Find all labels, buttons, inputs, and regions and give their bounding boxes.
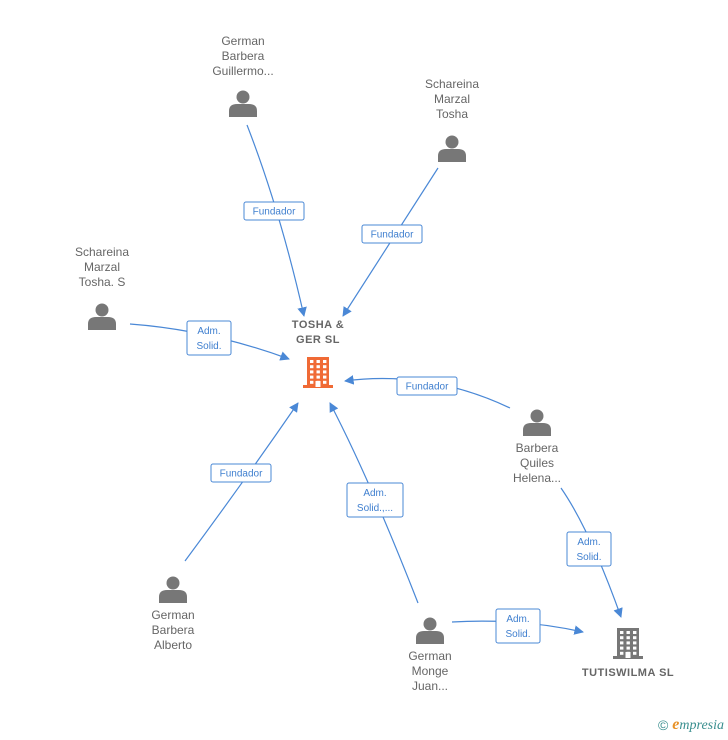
node-label: TOSHA & bbox=[292, 319, 344, 331]
edge-label-box bbox=[396, 376, 458, 396]
node-label: German bbox=[408, 649, 451, 663]
person-icon bbox=[438, 135, 466, 162]
node-label: Barbera bbox=[222, 49, 265, 63]
edge-p6-c1: Adm. Solid.,... bbox=[329, 402, 419, 604]
edge-p4-c1: Fundador bbox=[344, 375, 511, 409]
node-label: Marzal bbox=[84, 260, 120, 274]
copyright-symbol: © bbox=[657, 717, 669, 733]
edge-label-box bbox=[243, 201, 305, 221]
node-label: Guillermo... bbox=[212, 64, 273, 78]
person-node-p1[interactable]: GermanBarberaGuillermo... bbox=[212, 34, 274, 117]
node-label: Schareina bbox=[425, 77, 479, 91]
node-label: Schareina bbox=[75, 245, 129, 259]
company-node-c2[interactable]: TUTISWILMA SL bbox=[582, 628, 674, 679]
node-label: Tosha. S bbox=[79, 275, 126, 289]
edge-label[interactable]: Adm. Solid. bbox=[186, 320, 232, 356]
edge-label-text: Fundador bbox=[406, 382, 449, 393]
node-label: German bbox=[151, 608, 194, 622]
edge-label-text: Solid. bbox=[196, 341, 221, 352]
node-label: Juan... bbox=[412, 679, 448, 693]
person-node-p4[interactable]: BarberaQuilesHelena... bbox=[513, 409, 561, 486]
edge-label-text: Adm. bbox=[577, 537, 600, 548]
person-icon bbox=[88, 303, 116, 330]
edge-label-box bbox=[566, 531, 612, 567]
brand-initial: e bbox=[672, 716, 680, 733]
edge-label-text: Solid. bbox=[576, 552, 601, 563]
edge-label[interactable]: Fundador bbox=[396, 376, 458, 396]
edge-label[interactable]: Fundador bbox=[210, 463, 272, 483]
edge-p4-c2: Adm. Solid. bbox=[560, 487, 623, 618]
edge-p1-c1: Fundador bbox=[243, 124, 307, 317]
node-label: Barbera bbox=[516, 441, 559, 455]
company-node-c1[interactable]: TOSHA & GER SL bbox=[292, 319, 344, 388]
person-icon bbox=[229, 90, 257, 117]
edge-label-box bbox=[210, 463, 272, 483]
edge-label-text: Solid. bbox=[505, 629, 530, 640]
edge-label[interactable]: Adm. Solid.,... bbox=[346, 482, 404, 518]
edge-label-box bbox=[186, 320, 232, 356]
building-icon bbox=[303, 357, 333, 388]
edge-label-text: Adm. bbox=[506, 614, 529, 625]
person-icon bbox=[416, 617, 444, 644]
edge-label-text: Fundador bbox=[253, 207, 296, 218]
nodes-layer: GermanBarberaGuillermo...SchareinaMarzal… bbox=[75, 34, 674, 693]
footer-brand: © empresia bbox=[658, 716, 724, 734]
edge-p2-c1: Fundador bbox=[342, 167, 439, 317]
edge-label[interactable]: Fundador bbox=[243, 201, 305, 221]
brand-name: mpresia bbox=[679, 718, 724, 733]
node-label: TUTISWILMA SL bbox=[582, 667, 674, 679]
edge-label-text: Solid.,... bbox=[357, 503, 393, 514]
brand-logo: empresia bbox=[672, 716, 724, 734]
edge-label-text: Fundador bbox=[371, 230, 414, 241]
edge-label-text: Fundador bbox=[220, 469, 263, 480]
node-label: Tosha bbox=[436, 107, 468, 121]
node-label: Monge bbox=[412, 664, 449, 678]
edge-label-text: Adm. bbox=[363, 488, 386, 499]
node-label: Helena... bbox=[513, 471, 561, 485]
node-label: Alberto bbox=[154, 638, 192, 652]
edge-p5-c1: Fundador bbox=[184, 402, 299, 562]
edge-label-text: Adm. bbox=[197, 326, 220, 337]
edge-label-box bbox=[495, 608, 541, 644]
node-label: Quiles bbox=[520, 456, 554, 470]
edge-p3-c1: Adm. Solid. bbox=[129, 320, 290, 361]
edge-label[interactable]: Adm. Solid. bbox=[566, 531, 612, 567]
node-label: GER SL bbox=[296, 334, 340, 346]
person-icon bbox=[523, 409, 551, 436]
edges-layer: FundadorFundadorAdm.Solid.FundadorFundad… bbox=[129, 124, 623, 644]
person-node-p6[interactable]: GermanMongeJuan... bbox=[408, 617, 452, 694]
edge-p6-c2: Adm. Solid. bbox=[451, 608, 584, 644]
node-label: Barbera bbox=[152, 623, 195, 637]
building-icon bbox=[613, 628, 643, 659]
edge-label[interactable]: Adm. Solid. bbox=[495, 608, 541, 644]
edge-label[interactable]: Fundador bbox=[361, 224, 423, 244]
edge-label-box bbox=[346, 482, 404, 518]
person-icon bbox=[159, 576, 187, 603]
node-label: German bbox=[221, 34, 264, 48]
edge-label-box bbox=[361, 224, 423, 244]
node-label: Marzal bbox=[434, 92, 470, 106]
